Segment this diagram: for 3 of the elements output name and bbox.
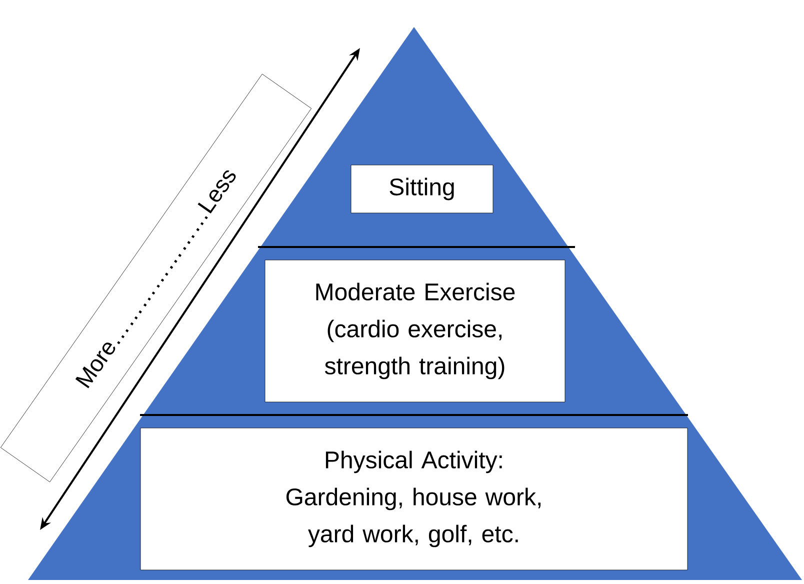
tier-box: Physical Activity: Gardening, house work, yard work, golf, etc. [140, 428, 688, 570]
tier-box: Sitting [350, 164, 494, 214]
tier-box: Moderate Exercise (cardio exercise, strength training) [264, 260, 566, 402]
